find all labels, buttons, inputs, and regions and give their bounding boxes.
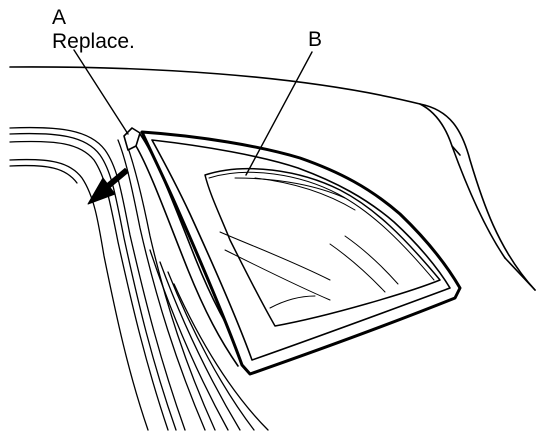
- glass-pane: [204, 167, 441, 327]
- quarter-glass: [140, 130, 462, 376]
- callout-a-text: Replace.: [52, 30, 135, 53]
- body-outline: [9, 66, 536, 291]
- leader-lines: [73, 49, 313, 176]
- callout-b-letter: B: [308, 28, 323, 51]
- leader-line-b: [245, 51, 313, 176]
- door-frame-lines: [9, 126, 269, 431]
- callout-a-letter: A: [52, 6, 67, 29]
- leader-line-a: [73, 49, 129, 135]
- glass-inner-frame: [151, 139, 451, 361]
- removal-direction-arrow-icon: [87, 167, 129, 205]
